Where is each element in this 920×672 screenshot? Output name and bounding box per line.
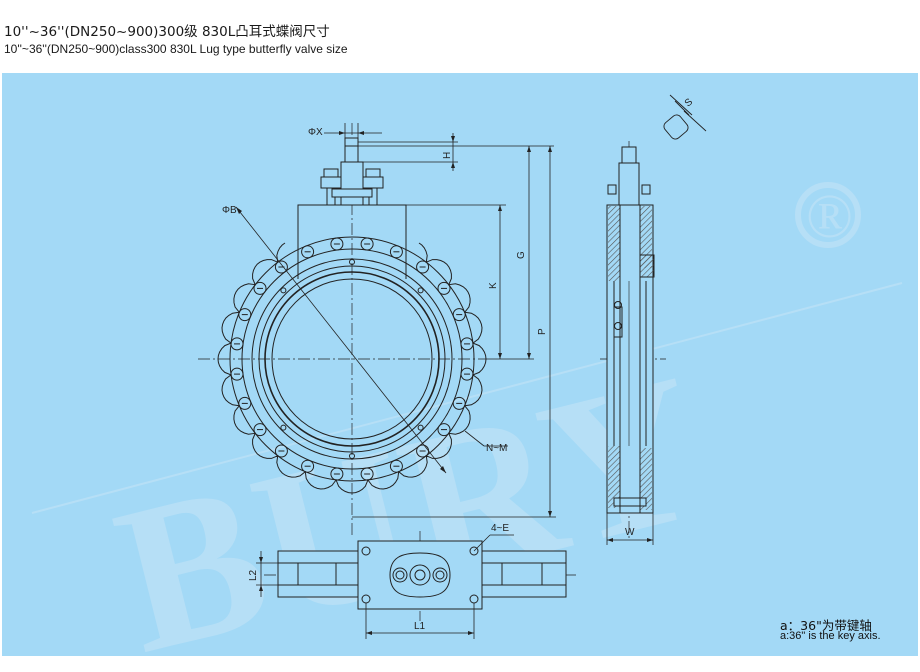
top-view <box>256 531 578 639</box>
body-ring-3 <box>258 265 446 453</box>
label-l1: L1 <box>414 621 426 632</box>
ring-screw <box>280 424 287 431</box>
front-view <box>198 123 508 535</box>
label-4-e: 4~E <box>491 523 509 534</box>
disc-inner <box>271 278 433 440</box>
disc-seat <box>264 271 440 447</box>
label-s: S <box>683 96 695 109</box>
bolt-hole <box>253 423 267 437</box>
ring-screw <box>349 259 355 265</box>
label-h: H <box>442 152 453 159</box>
bolt-hole <box>460 337 474 351</box>
ring-screw <box>417 287 424 294</box>
label-phi-x: ΦX <box>308 127 323 138</box>
bolt-hole <box>253 281 267 295</box>
label-l2: L2 <box>248 569 259 581</box>
bolt-hole <box>238 396 252 410</box>
bolt-hole <box>452 396 466 410</box>
bolt-hole <box>360 237 374 251</box>
bolt-hole <box>274 260 288 274</box>
bolt-hole <box>230 367 244 381</box>
bolt-hole <box>330 467 344 481</box>
dimension-lines <box>324 123 556 518</box>
bolt-hole <box>360 467 374 481</box>
scalloped-body <box>217 242 487 494</box>
drawing-panel: BURY ® <box>2 73 918 656</box>
bolt-hole <box>452 308 466 322</box>
label-g: G <box>516 251 527 259</box>
stem-shaft <box>340 161 364 206</box>
bolt-hole <box>238 308 252 322</box>
note-cn: a：36"为带键轴 <box>780 618 872 633</box>
stem-square-detail <box>663 94 707 140</box>
note-en: a:36" is the key axis. <box>780 630 881 642</box>
bolt-hole <box>416 260 430 274</box>
top-bolt-right <box>362 176 384 189</box>
bolt-hole <box>460 367 474 381</box>
label-k: K <box>488 282 499 289</box>
top-view-arrows <box>259 557 474 635</box>
bolt-hole <box>437 281 451 295</box>
label-w: W <box>625 527 635 538</box>
bolt-hole <box>301 459 315 473</box>
ring-screw <box>417 424 424 431</box>
side-view <box>600 141 666 545</box>
page-title-en: 10''~36''(DN250~900)class300 830L Lug ty… <box>4 42 348 56</box>
side-arrows <box>607 538 653 542</box>
bolt-hole <box>437 423 451 437</box>
technical-drawing: BURY ® <box>31 94 903 656</box>
n-m-leader <box>464 430 485 447</box>
body-ring-outer <box>229 236 475 482</box>
screws <box>280 259 424 459</box>
registered-mark: ® <box>806 183 853 251</box>
bolt-holes <box>230 237 474 481</box>
bolt-hole <box>330 237 344 251</box>
bolt-hole <box>389 245 403 259</box>
stem-top <box>344 137 359 163</box>
body-ring-1 <box>241 248 463 470</box>
ring-screw <box>349 453 355 459</box>
phi-b-leader <box>235 206 447 474</box>
label-n-m: N~M <box>486 443 507 454</box>
watermark-frame <box>31 282 903 514</box>
bolt-hole <box>301 245 315 259</box>
ring-screw <box>280 287 287 294</box>
label-phi-b: ΦB <box>222 205 237 216</box>
scalloped-outline <box>217 242 487 494</box>
top-bolt-left <box>320 176 342 189</box>
bolt-hole <box>230 337 244 351</box>
registered-circle <box>795 182 861 248</box>
bolt-hole <box>389 459 403 473</box>
bolt-hole <box>274 444 288 458</box>
label-p: P <box>537 328 548 335</box>
dimension-arrows <box>236 131 552 517</box>
page-title-cn: 10''~36''(DN250~900)300级 830L凸耳式蝶阀尺寸 <box>4 24 330 40</box>
